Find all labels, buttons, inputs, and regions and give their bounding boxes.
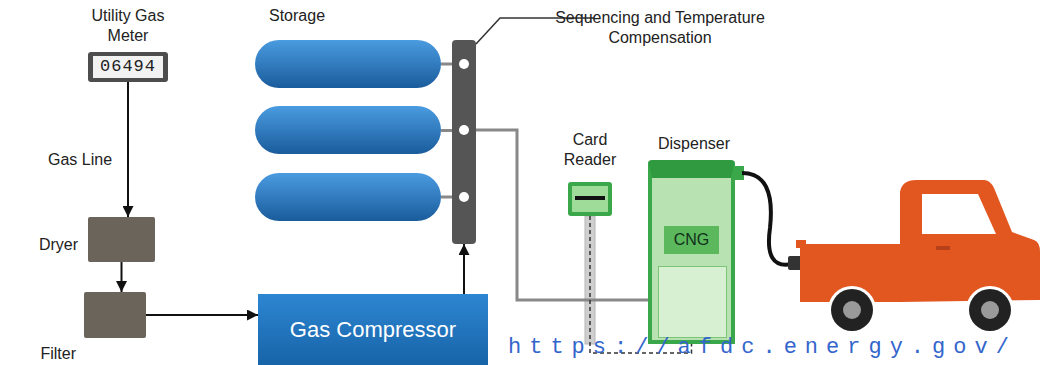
flow-arrow — [463, 244, 465, 294]
storage-heading-holder: Storage — [269, 6, 389, 26]
flow-arrow — [146, 314, 258, 316]
dispenser: DispenserCNG — [648, 160, 735, 344]
cng-label-holder: CNG — [664, 226, 719, 254]
cng-label: CNG — [674, 230, 710, 250]
meter-digits-holder: 06494 — [93, 56, 163, 78]
tank-pipe — [441, 196, 452, 199]
source-url-holder: https://afdc.energy.gov/ — [508, 336, 1017, 360]
compressor-label-holder: Gas Compressor — [290, 317, 456, 343]
tank-pipe — [441, 63, 452, 66]
storage-tank — [255, 173, 441, 221]
gas-pipe — [476, 130, 648, 300]
card-slot — [575, 196, 605, 200]
storage-heading: Storage — [269, 6, 389, 26]
storage-tank — [255, 40, 441, 88]
meter-heading: Utility Gas Meter — [83, 6, 173, 46]
gas-line-label-holder: Gas Line — [48, 150, 112, 170]
flow-arrow — [121, 262, 123, 292]
source-url: https://afdc.energy.gov/ — [508, 336, 1017, 360]
card-reader: Card Reader — [568, 182, 612, 216]
storage-tank — [255, 106, 441, 154]
meter-digits: 06494 — [100, 57, 156, 77]
valve-dot — [459, 192, 469, 202]
gas-pipe — [441, 129, 452, 132]
sequencing-label: Sequencing and Temperature Compensation — [524, 8, 796, 48]
compressor-label: Gas Compressor — [290, 317, 456, 343]
dispenser-panel — [658, 266, 727, 338]
dryer-box: Dryer — [88, 217, 155, 262]
hose — [742, 173, 792, 265]
flow-arrow — [127, 82, 129, 217]
dryer-label-holder: Dryer — [16, 235, 78, 255]
filter-box: Filter — [84, 292, 146, 338]
valve-dot — [459, 59, 469, 69]
gas-meter: Utility Gas Meter06494 — [88, 52, 168, 82]
meter-heading-holder: Utility Gas Meter — [83, 6, 173, 46]
dispenser-heading-holder: Dispenser — [644, 134, 744, 154]
reader-heading: Card Reader — [552, 130, 628, 170]
pickup-truck — [796, 180, 1040, 334]
nozzle — [788, 256, 802, 270]
reader-heading-holder: Card Reader — [552, 130, 628, 170]
filter-label: Filter — [14, 344, 76, 364]
sequencing-label-holder: Sequencing and Temperature Compensation — [524, 8, 796, 48]
dryer-label: Dryer — [16, 235, 78, 255]
sequencing-panel: Sequencing and Temperature Compensation — [452, 40, 476, 244]
compressor-box: Gas Compressor — [258, 294, 488, 365]
filter-label-holder: Filter — [14, 344, 76, 364]
dispenser-heading: Dispenser — [644, 134, 744, 154]
gas-line-label: Gas Line — [48, 150, 112, 170]
valve-dot — [459, 125, 469, 135]
storage-group: Storage — [255, 40, 441, 221]
